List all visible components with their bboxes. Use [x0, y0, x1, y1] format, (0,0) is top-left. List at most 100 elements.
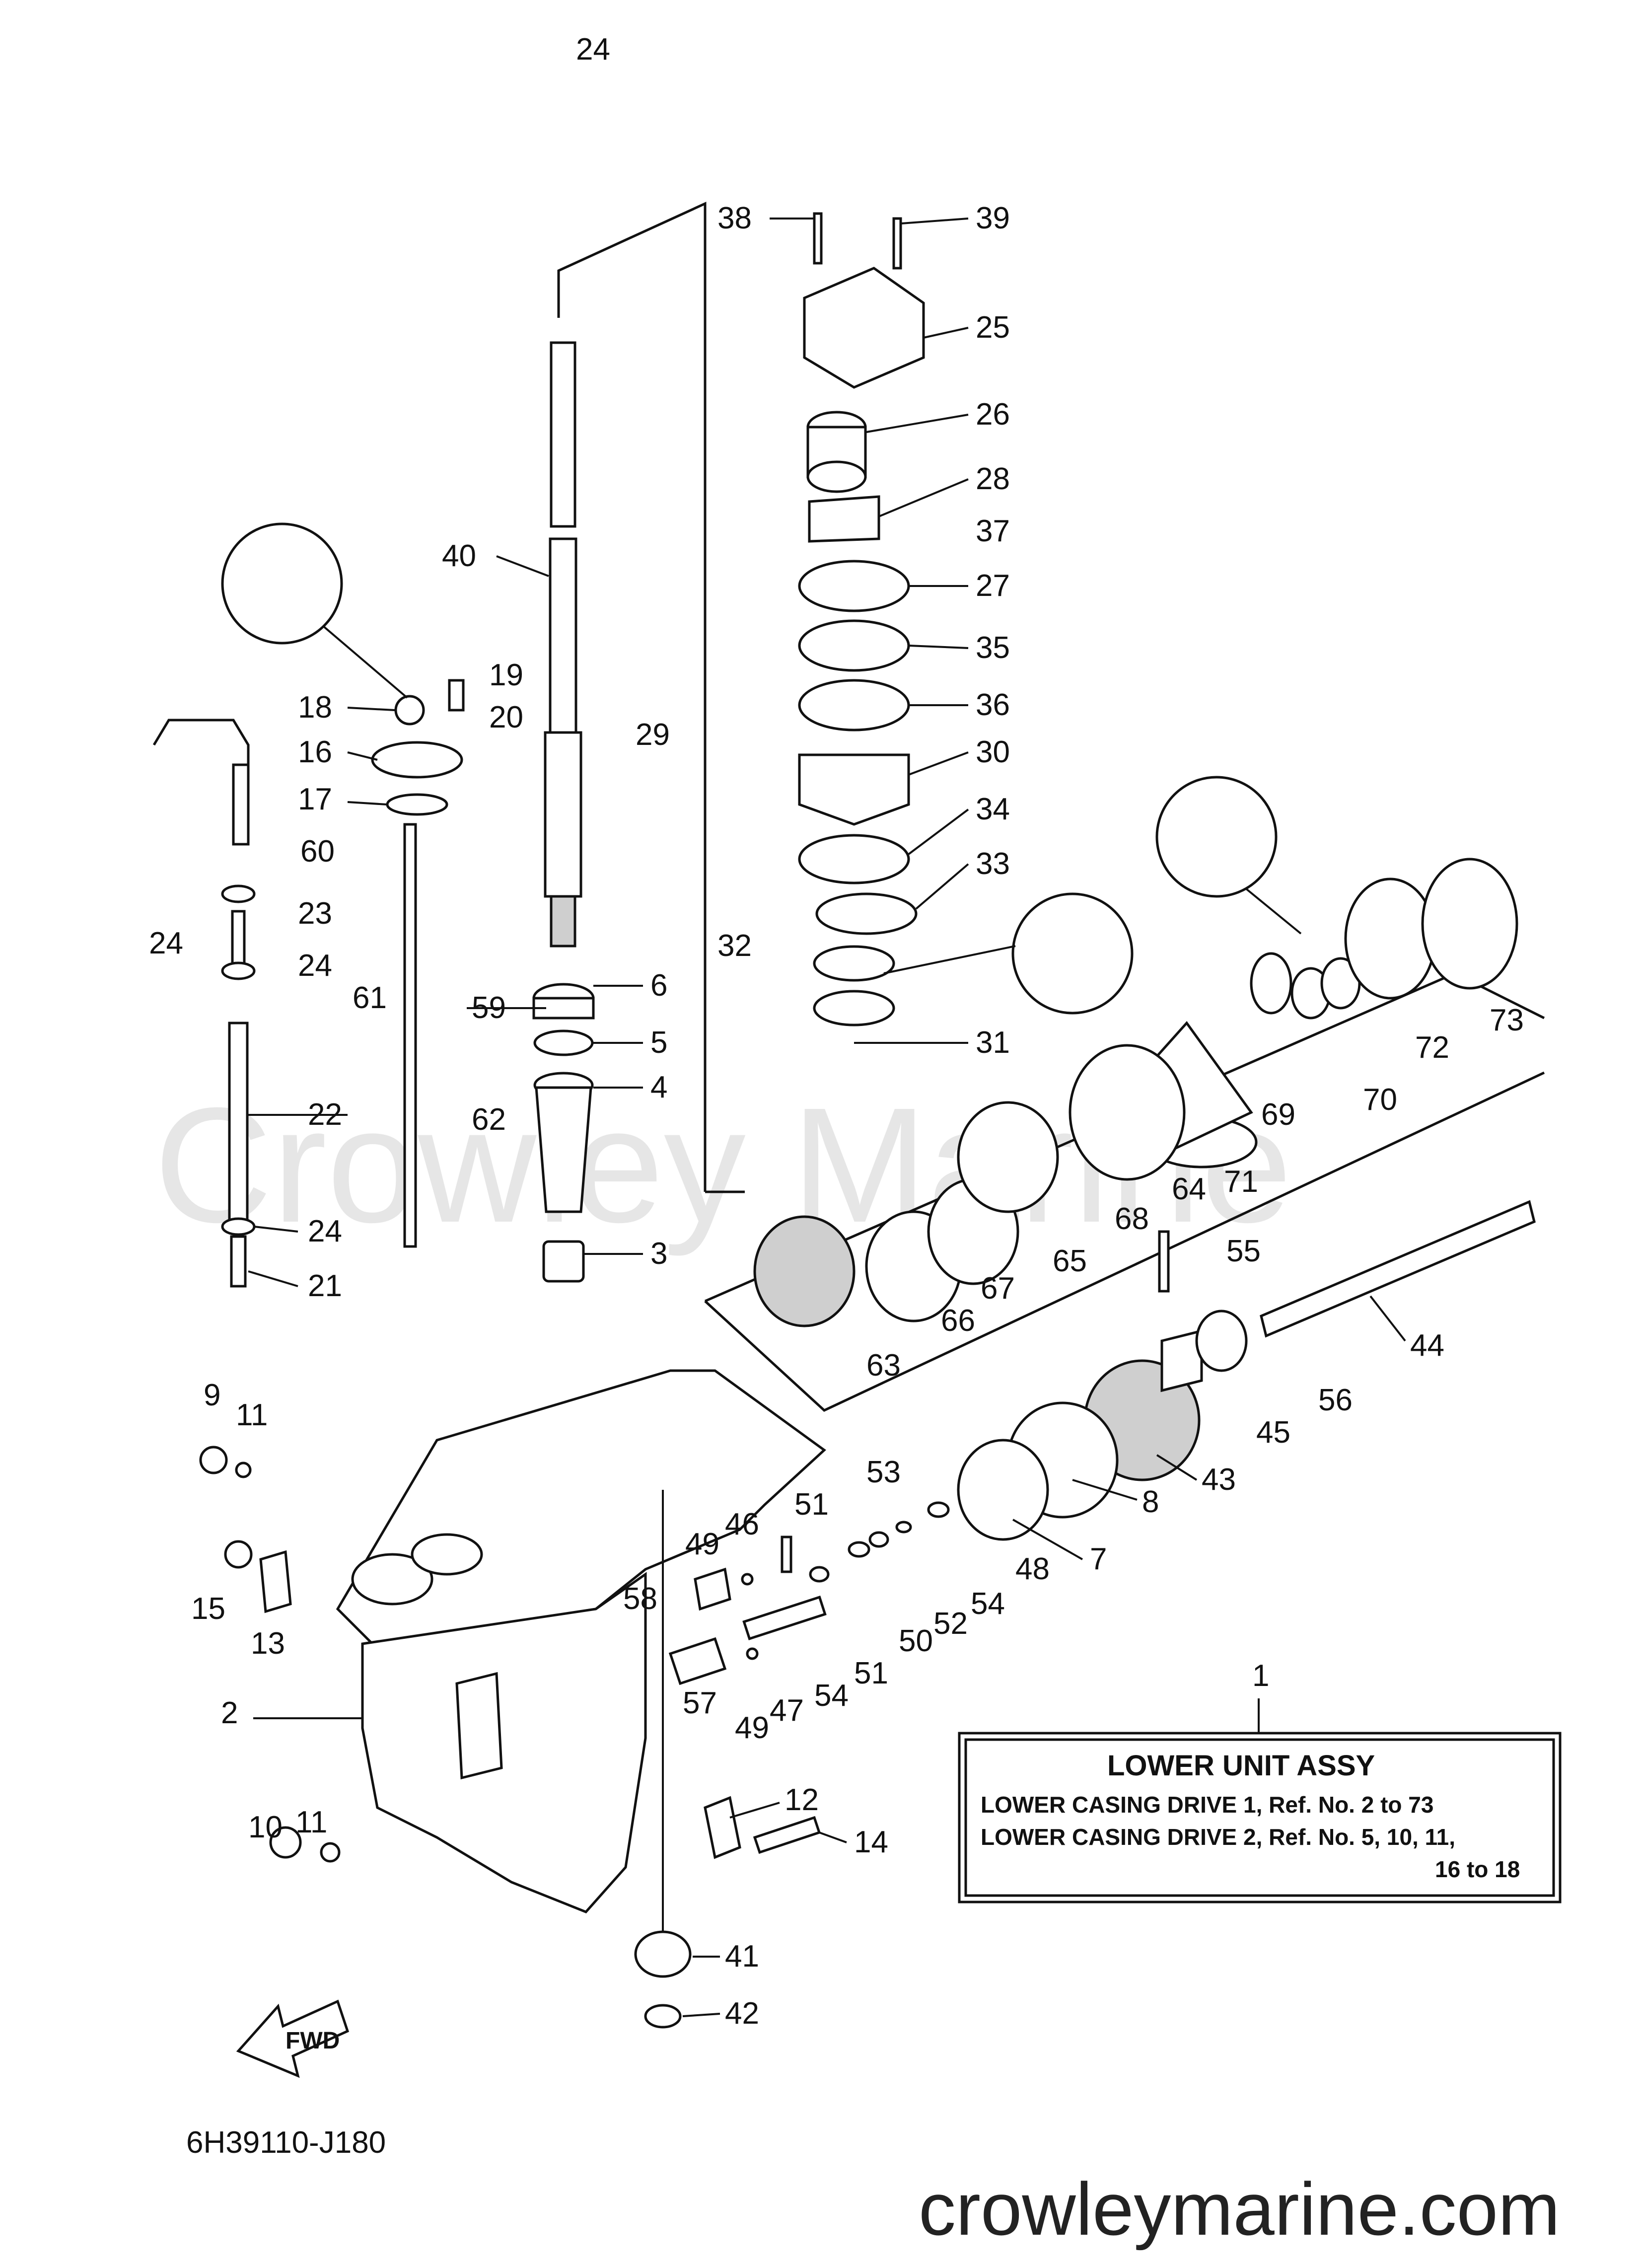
callout-24-d: 24: [576, 32, 610, 67]
callout-64: 64: [1172, 1172, 1206, 1206]
callout-24-a: 24: [149, 926, 183, 960]
casing-fasteners: [199, 1446, 821, 1863]
legend-title: LOWER UNIT ASSY: [1107, 1750, 1375, 1782]
callout-41: 41: [725, 1939, 759, 1974]
callout-3: 3: [650, 1237, 667, 1271]
legend-box: 1 LOWER UNIT ASSY LOWER CASING DRIVE 1, …: [958, 1659, 1562, 1903]
callout-46: 46: [725, 1507, 759, 1541]
callout-29: 29: [636, 718, 670, 752]
callout-27: 27: [976, 569, 1010, 603]
callout-63: 63: [866, 1348, 901, 1383]
callout-16: 16: [298, 735, 332, 769]
fwd-label: FWD: [286, 2028, 340, 2054]
callout-28: 28: [976, 462, 1010, 496]
callout-61: 61: [353, 981, 387, 1015]
water-pump-stack: [798, 212, 925, 1026]
callout-17: 17: [298, 782, 332, 816]
callout-65: 65: [1053, 1244, 1087, 1278]
callout-32: 32: [717, 929, 752, 963]
diagram-code: 6H39110-J180: [186, 2125, 386, 2160]
callout-19: 19: [489, 658, 523, 692]
callout-24-b: 24: [298, 949, 332, 983]
leader-lines: [248, 218, 1406, 2017]
driveshaft-bracket: [557, 202, 745, 1193]
callout-18: 18: [298, 690, 332, 725]
callout-34: 34: [976, 792, 1010, 826]
callout-37: 37: [976, 514, 1010, 548]
lower-casing: [336, 1369, 826, 1913]
callout-73: 73: [1490, 1003, 1524, 1037]
callout-54-a: 54: [971, 1587, 1005, 1621]
callout-69: 69: [1261, 1097, 1295, 1132]
callout-12: 12: [785, 1783, 819, 1817]
callout-60: 60: [300, 834, 335, 869]
pinion-gear: [634, 1930, 692, 1978]
shift-rod-assembly: [152, 679, 465, 1288]
callout-55: 55: [1226, 1234, 1261, 1268]
callout-40: 40: [442, 539, 476, 573]
callout-26: 26: [976, 397, 1010, 432]
callout-71: 71: [1224, 1165, 1258, 1199]
shift-plunger-parts: [668, 1501, 950, 1685]
callout-11-b: 11: [295, 1805, 327, 1839]
fwd-arrow: FWD: [236, 1999, 350, 2078]
callout-62: 62: [472, 1102, 506, 1137]
drive-shaft: [544, 341, 582, 948]
callout-25: 25: [976, 310, 1010, 345]
legend-line-3: 16 to 18: [1435, 1856, 1520, 1882]
callout-21: 21: [308, 1269, 342, 1303]
callout-5: 5: [650, 1025, 667, 1060]
callout-70: 70: [1363, 1083, 1397, 1117]
callout-38: 38: [717, 201, 752, 235]
callout-30: 30: [976, 735, 1010, 769]
callout-33: 33: [976, 847, 1010, 881]
callout-50: 50: [899, 1624, 933, 1658]
callout-42: 42: [725, 1996, 759, 2031]
callout-47: 47: [770, 1693, 804, 1728]
callout-20: 20: [489, 700, 523, 734]
callout-44: 44: [1410, 1328, 1444, 1363]
callout-49-a: 49: [685, 1527, 719, 1561]
callout-51-a: 51: [794, 1487, 829, 1522]
callout-7: 7: [1090, 1542, 1107, 1576]
callout-9: 9: [204, 1378, 220, 1412]
callout-43: 43: [1202, 1463, 1236, 1497]
callout-13: 13: [251, 1626, 285, 1661]
propeller-shaft-assembly: [753, 858, 1536, 1541]
legend-line-2: LOWER CASING DRIVE 2, Ref. No. 5, 10, 11…: [981, 1824, 1455, 1850]
callout-15: 15: [191, 1592, 225, 1626]
callout-8: 8: [1142, 1485, 1159, 1519]
callout-49-b: 49: [735, 1711, 769, 1745]
callout-23: 23: [298, 896, 332, 931]
callout-57: 57: [683, 1686, 717, 1720]
callout-67: 67: [981, 1271, 1015, 1306]
callout-48: 48: [1015, 1552, 1050, 1586]
callout-labels: 2 3 4 5 6 7 8 9 10 11 11 12 13 14 15 16 …: [149, 32, 1524, 2031]
callout-68: 68: [1115, 1202, 1149, 1236]
callout-53: 53: [866, 1455, 901, 1489]
callout-35: 35: [976, 631, 1010, 665]
inset-sealant-upper-left: [221, 522, 343, 645]
callout-45: 45: [1256, 1415, 1290, 1450]
callout-72: 72: [1415, 1030, 1449, 1065]
callout-54-b: 54: [814, 1679, 849, 1713]
callout-58: 58: [623, 1582, 657, 1616]
callout-6: 6: [650, 968, 667, 1003]
callout-11-a: 11: [236, 1398, 268, 1432]
callout-39: 39: [976, 201, 1010, 235]
inset-sealant-center: [1011, 892, 1134, 1015]
callout-36: 36: [976, 688, 1010, 722]
callout-4: 4: [650, 1070, 667, 1104]
callout-31: 31: [976, 1025, 1010, 1060]
legend-line-1: LOWER CASING DRIVE 1, Ref. No. 2 to 73: [981, 1792, 1433, 1818]
callout-56: 56: [1318, 1383, 1353, 1417]
callout-52: 52: [933, 1607, 968, 1641]
callout-2: 2: [221, 1696, 238, 1730]
callout-66: 66: [941, 1304, 975, 1338]
legend-callout: 1: [1252, 1659, 1269, 1693]
inset-sealant-right: [1155, 776, 1278, 898]
site-url: crowleymarine.com: [919, 2167, 1560, 2251]
callout-51-b: 51: [854, 1656, 888, 1690]
pinion-nut: [644, 2004, 682, 2029]
